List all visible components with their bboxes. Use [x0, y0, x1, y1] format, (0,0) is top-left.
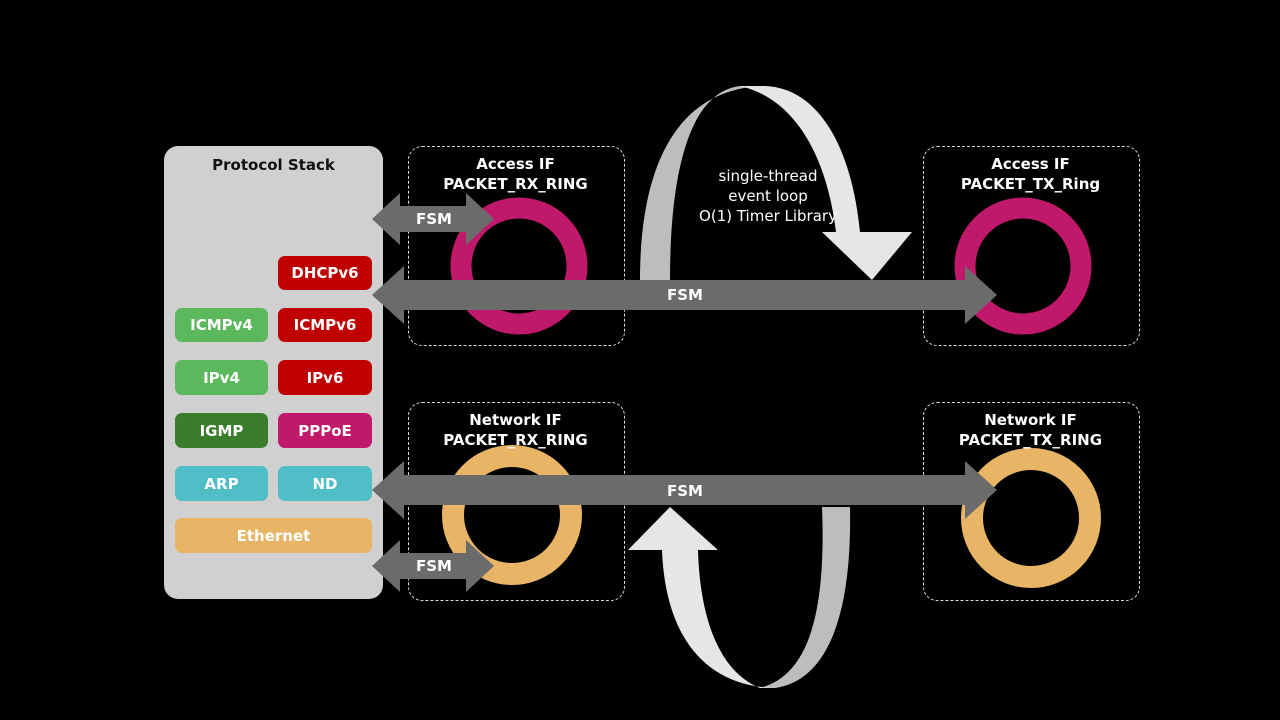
protocol-ethernet: Ethernet	[175, 518, 372, 553]
network-tx-title-line1: Network IF	[984, 411, 1077, 429]
access-tx-title-line1: Access IF	[991, 155, 1070, 173]
access-tx-interface-box	[923, 146, 1140, 346]
protocol-igmp: IGMP	[175, 413, 268, 448]
event-loop-bottom-back-band	[760, 507, 851, 688]
fsm-access-long-arrow-icon	[372, 266, 997, 324]
protocol-nd: ND	[278, 466, 372, 501]
protocol-icmpv4: ICMPv4	[175, 308, 268, 342]
fsm-network-short-label: FSM	[416, 557, 452, 575]
fsm-network-short-arrow-icon	[372, 540, 494, 592]
event-loop-top-back-band	[640, 86, 765, 280]
network-rx-ring-icon	[442, 445, 582, 585]
fsm-network-long-label: FSM	[667, 482, 703, 500]
event-loop-line1: single-thread	[718, 167, 818, 185]
event-loop-line2: event loop	[728, 187, 808, 205]
protocol-arp: ARP	[175, 466, 268, 501]
access-tx-title-line2: PACKET_TX_Ring	[960, 175, 1101, 193]
event-loop-caption: single-thread event loop O(1) Timer Libr…	[688, 166, 848, 226]
network-rx-title-line2: PACKET_RX_RING	[443, 431, 588, 449]
protocol-pppoe: PPPoE	[278, 413, 372, 448]
protocol-stack-title: Protocol Stack	[212, 156, 335, 174]
event-loop-bottom-arrow-icon	[628, 507, 775, 688]
network-rx-title: Network IF PACKET_RX_RING	[408, 402, 623, 599]
access-rx-title: Access IF PACKET_RX_RING	[408, 146, 623, 344]
event-loop-line3: O(1) Timer Library	[699, 207, 837, 225]
protocol-ipv4: IPv4	[175, 360, 268, 395]
network-rx-title-line1: Network IF	[469, 411, 562, 429]
fsm-access-short-arrow-icon	[372, 193, 494, 245]
network-tx-title-line2: PACKET_TX_RING	[958, 431, 1103, 449]
fsm-access-short-label: FSM	[416, 210, 452, 228]
event-loop-top-arrow-icon	[740, 86, 912, 280]
protocol-stack-panel: Protocol Stack DHCPv6 ICMPv4 ICMPv6 IPv4…	[164, 146, 383, 599]
protocol-dhcpv6: DHCPv6	[278, 256, 372, 290]
fsm-network-long-arrow-icon	[372, 461, 997, 519]
access-rx-title-line2: PACKET_RX_RING	[443, 175, 588, 193]
access-rx-interface-box	[408, 146, 625, 346]
access-rx-ring-icon	[450, 197, 588, 335]
access-tx-title: Access IF PACKET_TX_Ring	[923, 146, 1138, 344]
access-rx-title-line1: Access IF	[476, 155, 555, 173]
network-tx-ring-icon	[961, 448, 1101, 588]
protocol-icmpv6: ICMPv6	[278, 308, 372, 342]
protocol-ipv6: IPv6	[278, 360, 372, 395]
network-tx-title: Network IF PACKET_TX_RING	[923, 402, 1138, 599]
fsm-access-long-label: FSM	[667, 286, 703, 304]
